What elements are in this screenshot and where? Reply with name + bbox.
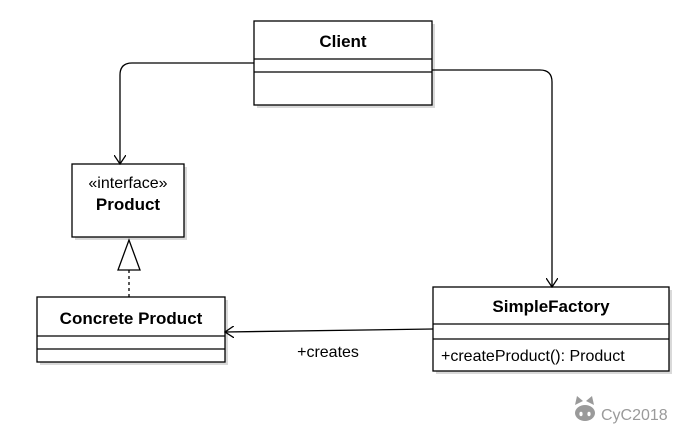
product-interface[interactable]: «interface» Product <box>71 163 187 240</box>
simple-factory-class[interactable]: SimpleFactory +createProduct(): Product <box>432 286 672 374</box>
product-class-name: Product <box>96 195 161 214</box>
realization-triangle-head <box>117 238 141 271</box>
concrete-product-class[interactable]: Concrete Product <box>36 296 228 365</box>
github-cat-icon <box>575 396 595 421</box>
watermark-text: CyC2018 <box>601 407 668 424</box>
client-class-name: Client <box>319 32 367 51</box>
watermark: CyC2018 <box>575 396 668 424</box>
simple-factory-class-name: SimpleFactory <box>492 297 610 316</box>
creates-dependency <box>225 329 434 332</box>
client-factory-association <box>432 69 552 287</box>
client-class[interactable]: Client <box>253 20 435 108</box>
product-stereotype: «interface» <box>88 175 167 192</box>
realization-relation <box>117 238 141 297</box>
creates-label: +creates <box>297 344 359 361</box>
client-product-association <box>120 62 254 164</box>
simple-factory-method: +createProduct(): Product <box>441 348 625 365</box>
concrete-product-class-name: Concrete Product <box>60 309 203 328</box>
